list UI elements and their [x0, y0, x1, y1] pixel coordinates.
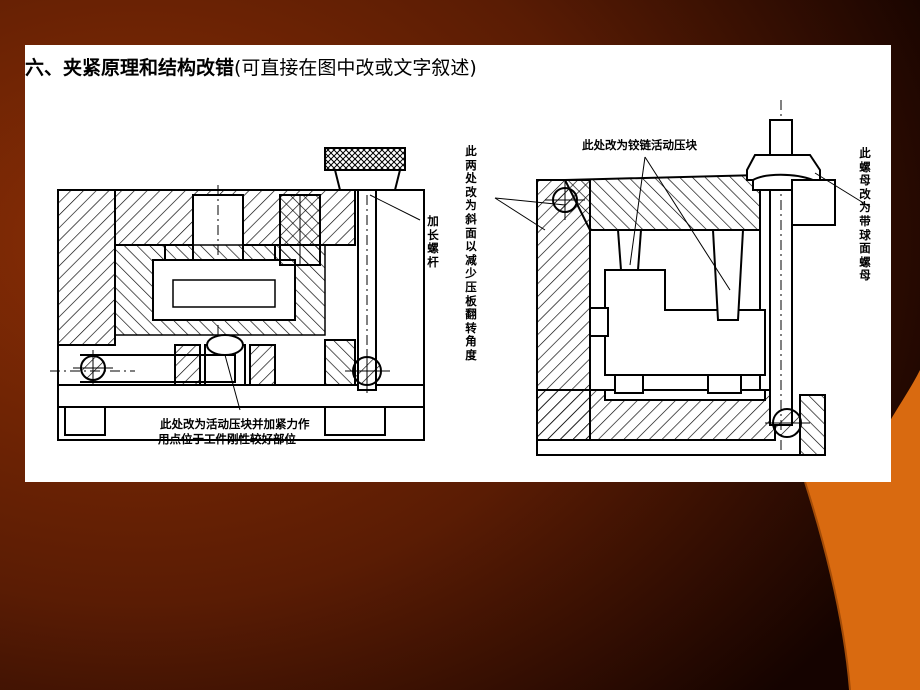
right-incline-leader-2: [494, 197, 546, 231]
right-hinge-leader-2: [644, 156, 731, 291]
right-side-locator: [589, 307, 609, 337]
right-bolt-top: [769, 119, 793, 156]
left-knurled-knob: [324, 147, 406, 171]
label-spherical-nut: 此螺母改为带球面螺母: [859, 146, 871, 283]
right-lower-bracket: [799, 394, 826, 456]
left-link-bar: [80, 354, 236, 383]
fixture-drawings: [50, 100, 871, 460]
figure-panel: 六、夹紧原理和结构改错(可直接在图中改或文字叙述) 加长螺杆 此处改为活动压块并…: [25, 45, 891, 482]
left-fixture-drawing: [50, 147, 425, 441]
figure-title-main: 六、夹紧原理和结构改错: [25, 57, 235, 79]
right-column-block: [791, 179, 836, 226]
figure-title-note: (可直接在图中改或文字叙述): [234, 57, 477, 79]
label-hinge-block: 此处改为铰链活动压块: [582, 138, 697, 152]
label-incline-surfaces: 此两处改为斜面以减少压板翻转角度: [465, 144, 477, 362]
label-long-bolt: 加长螺杆: [427, 214, 439, 269]
right-fixture-drawing: [494, 100, 871, 460]
left-knob-collar: [333, 169, 402, 191]
right-hinge-leader-1: [629, 156, 646, 266]
left-foot-left: [64, 406, 106, 436]
right-incline-leader-1: [494, 197, 566, 206]
orange-swoosh: [805, 370, 920, 690]
right-support-pin-2: [707, 374, 742, 394]
left-base-rail: [57, 384, 425, 408]
left-block-leader: [224, 354, 241, 411]
right-support-pin-1: [614, 374, 644, 394]
left-lower-left-block: [174, 344, 201, 391]
label-pressing-block-line1: 此处改为活动压块并加紧力作: [160, 417, 310, 431]
left-lower-right-block: [249, 344, 276, 391]
left-foot-right: [324, 406, 386, 436]
right-workpiece: [604, 269, 766, 376]
right-nut-leader: [814, 172, 871, 208]
left-bolt-leader: [369, 194, 421, 221]
orange-swoosh-edge: [804, 481, 851, 690]
label-pressing-block-line2: 用点位于工件刚性较好部位: [158, 432, 296, 446]
figure-title: 六、夹紧原理和结构改错(可直接在图中改或文字叙述): [25, 53, 477, 80]
left-body-left-wall: [57, 189, 116, 346]
right-press-tip-2: [711, 229, 745, 321]
right-pressure-plate: [563, 173, 761, 231]
right-press-tip-1: [616, 229, 643, 271]
